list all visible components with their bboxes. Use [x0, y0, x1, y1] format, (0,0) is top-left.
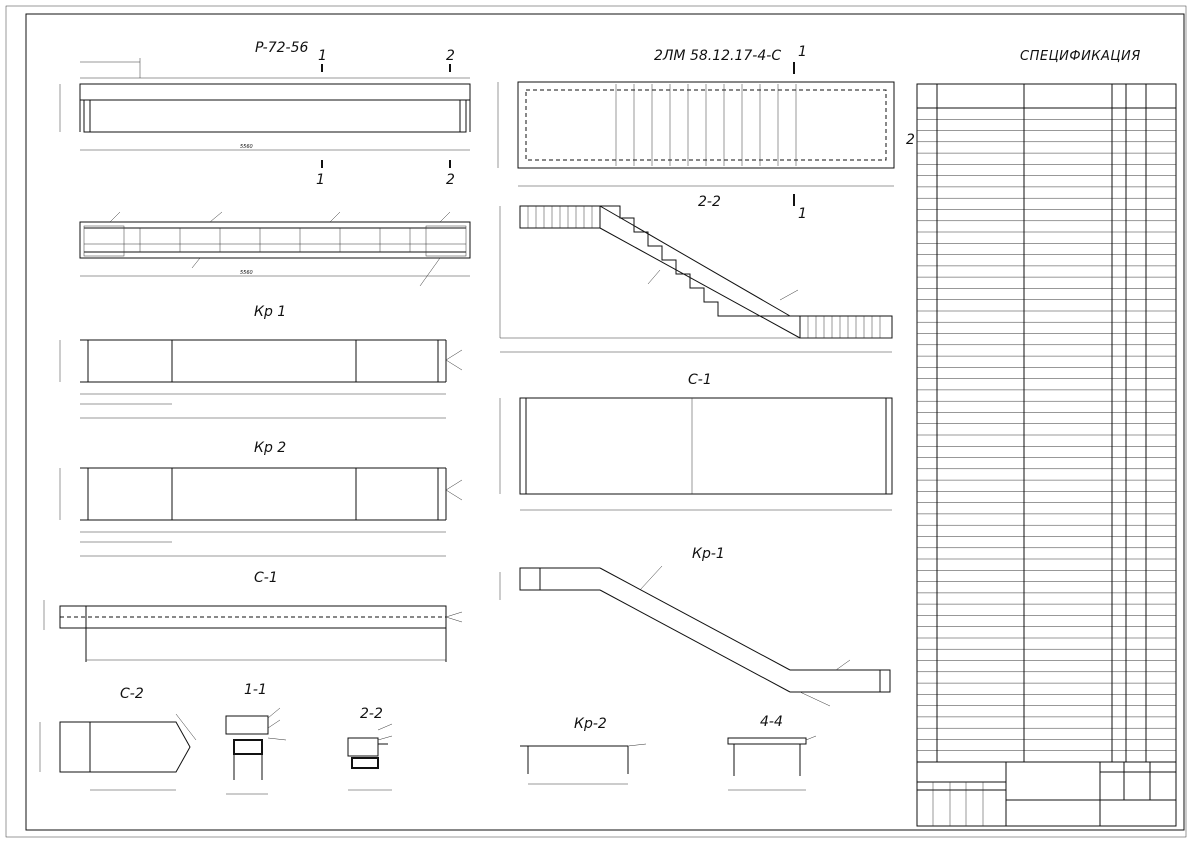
sec11-view: 1-1: [225, 682, 287, 795]
title-block: [917, 761, 1176, 826]
spec-table: СПЕЦИФИКАЦИЯ: [916, 49, 1177, 827]
sec44-view: 4-4: [727, 714, 817, 791]
spec-title: СПЕЦИФИКАЦИЯ: [1020, 49, 1141, 64]
svg-text:5560: 5560: [240, 270, 253, 276]
kp1-right-view: Кр-1: [499, 546, 891, 707]
kp2-bottom-view: Кр-2: [520, 716, 647, 785]
beam-title: P-72-56: [255, 40, 309, 56]
kp1-right-title: Кр-1: [692, 546, 725, 562]
sec44-title: 4-4: [760, 714, 783, 730]
c2-title: С-2: [120, 686, 144, 702]
cut-1-bottom: 1: [316, 172, 325, 188]
stair-cut-1-top: 1: [798, 44, 807, 60]
beam-rebar-view: 5560: [79, 211, 471, 287]
sec22-view: 2-2: [347, 706, 393, 791]
stair-section-view: 2-2: [499, 194, 893, 353]
spec-grid: [917, 107, 1176, 751]
kp1-title: Кр 1: [254, 304, 286, 320]
kp2-view: Кр 2: [59, 440, 463, 557]
section-2-2-title: 2-2: [698, 194, 721, 210]
outer-frame: [5, 5, 1187, 838]
s1-right-view: С-1: [499, 372, 893, 511]
c2-view: С-2: [39, 686, 197, 791]
kp1-view: Кр 1: [59, 304, 463, 419]
s1-title: С-1: [688, 372, 712, 388]
stair-cut-2-right: 2: [906, 132, 915, 148]
c1-left-view: С-1: [43, 570, 463, 662]
cut-2-bottom: 2: [446, 172, 455, 188]
beam-view: P-72-56 5560 1 1 2 2: [59, 40, 471, 188]
stair-title: 2ЛМ 58.12.17-4-С: [654, 48, 781, 64]
stair-plan-view: 2ЛМ 58.12.17-4-С 1 1 2: [497, 44, 915, 222]
c1-left-title: С-1: [254, 570, 278, 586]
cut-1-top: 1: [318, 48, 327, 64]
stair-cut-1-bottom: 1: [798, 206, 807, 222]
kp2-bottom-title: Кр-2: [574, 716, 607, 732]
sec22-title: 2-2: [360, 706, 383, 722]
sec11-title: 1-1: [244, 682, 267, 698]
svg-text:5560: 5560: [240, 144, 253, 150]
kp2-title: Кр 2: [254, 440, 286, 456]
inner-frame: [25, 13, 1185, 831]
cut-2-top: 2: [446, 48, 455, 64]
